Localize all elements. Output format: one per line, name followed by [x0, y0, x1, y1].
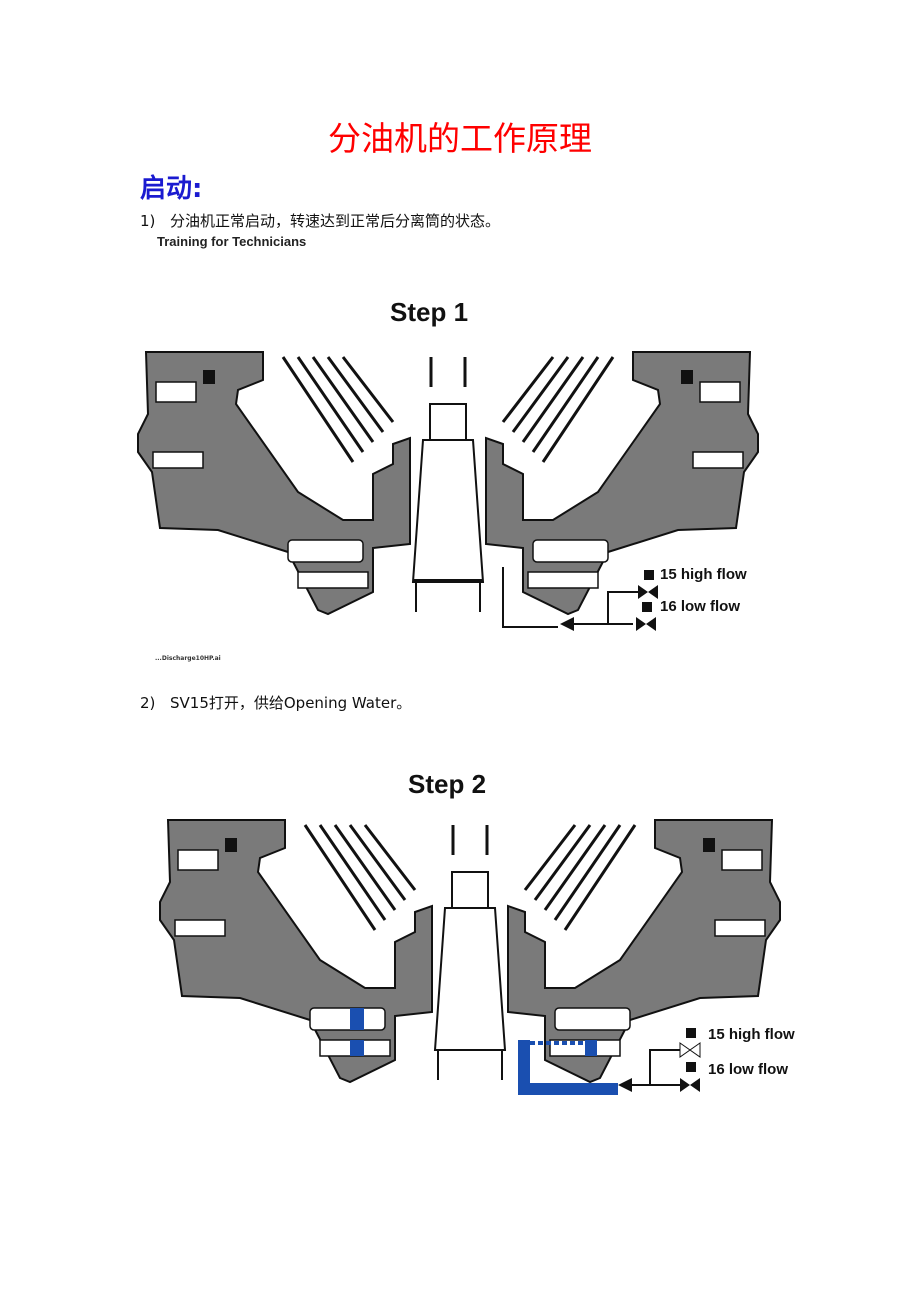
figure-filename: ...Discharge10HP.ai [155, 655, 221, 662]
valve-16-label: 16 low flow [708, 1061, 788, 1078]
section-heading: 启动: [140, 174, 203, 204]
valve-15-label: 15 high flow [708, 1026, 795, 1043]
step-1-text: 1)分油机正常启动，转速达到正常后分离筒的状态。 [140, 212, 501, 230]
step-2-title: Step 2 [408, 769, 487, 799]
figure-caption: Training for Technicians [157, 234, 307, 249]
page-title: 分油机的工作原理 [328, 119, 592, 158]
step-1-title: Step 1 [390, 297, 469, 327]
opening-water [350, 1008, 618, 1095]
valve-15-label: 15 high flow [660, 566, 747, 583]
separator-diagram-step-1: 15 high flow 16 low flow [136, 350, 760, 631]
valve-16-label: 16 low flow [660, 598, 740, 615]
step-2-text: 2)SV15打开，供给Opening Water。 [140, 694, 412, 712]
separator-diagram-step-2: 15 high flow 16 low flow [158, 818, 795, 1095]
